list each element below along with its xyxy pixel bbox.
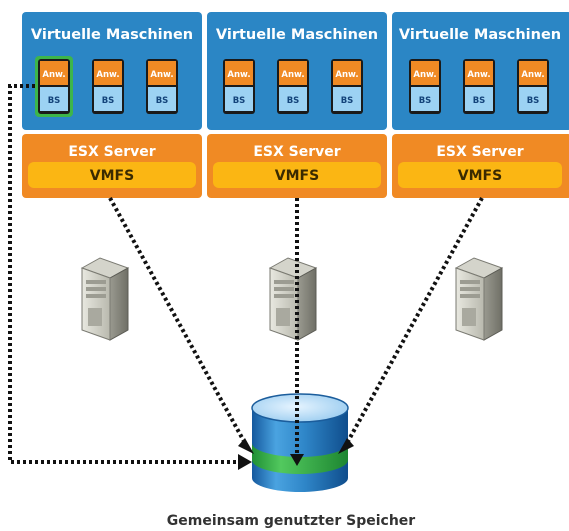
vm-3: Anw. BS xyxy=(517,59,549,114)
app-block xyxy=(411,61,439,85)
vm-2: Anw. BS xyxy=(277,59,309,114)
esx-server-label: ESX Server xyxy=(436,144,523,160)
app-label: Anw. xyxy=(42,70,65,80)
vmfs-label: VMFS xyxy=(458,168,502,184)
vmfs-label: VMFS xyxy=(90,168,134,184)
vm-3: Anw. BS xyxy=(146,59,178,114)
app-label: Anw. xyxy=(227,70,250,80)
vmfs-bar xyxy=(213,162,381,188)
app-label: Anw. xyxy=(467,70,490,80)
os-block xyxy=(411,87,439,111)
vm-2: Anw. BS xyxy=(463,59,495,114)
app-label: Anw. xyxy=(413,70,436,80)
vm-1: Anw. BS xyxy=(409,59,441,114)
app-block xyxy=(225,61,253,85)
vmfs-label: VMFS xyxy=(275,168,319,184)
os-block xyxy=(148,87,176,111)
os-block xyxy=(279,87,307,111)
app-label: Anw. xyxy=(150,70,173,80)
os-label: BS xyxy=(233,96,246,106)
storage-caption: Gemeinsam genutzter Speicher xyxy=(167,513,415,529)
host-column-1: Virtuelle Maschinen Anw. BS Anw. BS Anw.… xyxy=(22,12,202,198)
vm-3: Anw. BS xyxy=(331,59,363,114)
app-block xyxy=(148,61,176,85)
vm-panel-title: Virtuelle Maschinen xyxy=(399,27,561,43)
app-label: Anw. xyxy=(281,70,304,80)
app-block xyxy=(40,61,68,85)
os-block xyxy=(333,87,361,111)
os-block xyxy=(465,87,493,111)
os-label: BS xyxy=(341,96,354,106)
app-label: Anw. xyxy=(335,70,358,80)
esx-server-label: ESX Server xyxy=(253,144,340,160)
storage-cylinder-icon xyxy=(251,393,349,492)
connector-vm-migration xyxy=(8,84,240,464)
server-tower-icon xyxy=(80,257,130,341)
server-tower-icon xyxy=(268,257,318,341)
os-label: BS xyxy=(287,96,300,106)
vm-1: Anw. BS xyxy=(35,56,73,117)
connector-host1 xyxy=(108,197,248,446)
os-block xyxy=(40,87,68,111)
os-block xyxy=(225,87,253,111)
host-column-2: Virtuelle Maschinen Anw. BS Anw. BS Anw.… xyxy=(207,12,387,198)
app-label: Anw. xyxy=(96,70,119,80)
vm-panel-title: Virtuelle Maschinen xyxy=(216,27,378,43)
os-label: BS xyxy=(156,96,169,106)
connector-host3 xyxy=(344,197,484,446)
os-block xyxy=(94,87,122,111)
vmfs-bar xyxy=(28,162,196,188)
vmfs-bar xyxy=(398,162,562,188)
vm-1: Anw. BS xyxy=(223,59,255,114)
os-label: BS xyxy=(473,96,486,106)
app-block xyxy=(519,61,547,85)
os-label: BS xyxy=(102,96,115,106)
app-block xyxy=(465,61,493,85)
os-label: BS xyxy=(527,96,540,106)
app-label: Anw. xyxy=(521,70,544,80)
os-label: BS xyxy=(48,96,61,106)
os-block xyxy=(519,87,547,111)
app-block xyxy=(94,61,122,85)
arrow-head-icon xyxy=(238,438,354,470)
server-tower-icon xyxy=(454,257,504,341)
host-column-3: Virtuelle Maschinen Anw. BS Anw. BS Anw.… xyxy=(392,12,569,198)
esx-server-label: ESX Server xyxy=(68,144,155,160)
app-block xyxy=(279,61,307,85)
os-label: BS xyxy=(419,96,432,106)
vm-2: Anw. BS xyxy=(92,59,124,114)
connection-lines xyxy=(8,84,484,464)
vm-panel-title: Virtuelle Maschinen xyxy=(31,27,193,43)
app-block xyxy=(333,61,361,85)
